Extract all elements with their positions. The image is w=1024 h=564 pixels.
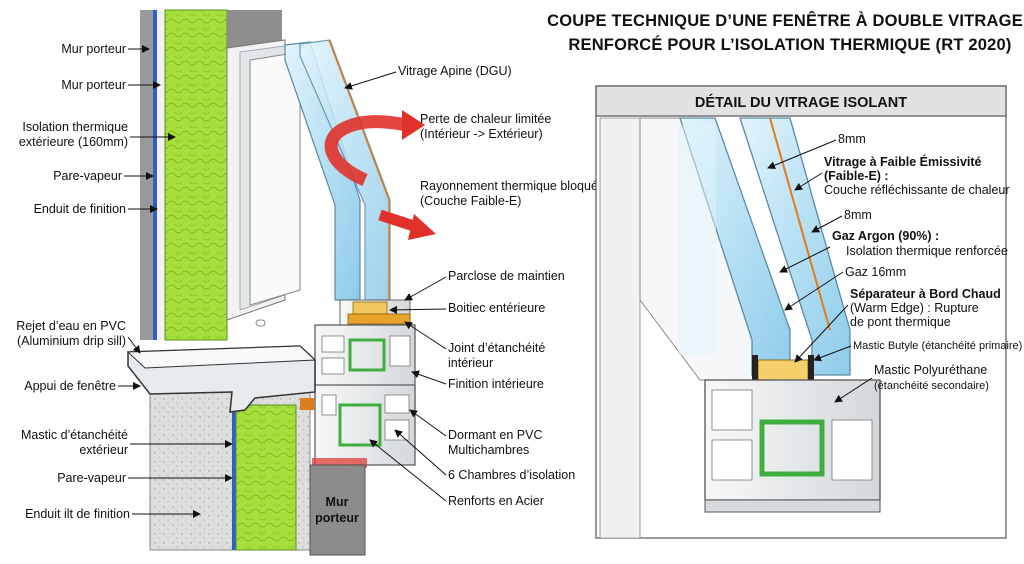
label-vitrage: Vitrage Apine (DGU)	[398, 64, 512, 78]
detail-lowe-1: Vitrage à Faible Émissivité	[824, 154, 982, 169]
label-mur-porteur-1: Mur porteur	[61, 42, 126, 56]
label-chambres: 6 Chambres d’isolation	[448, 468, 575, 482]
label-rejet-eau-2: (Aluminium drip sill)	[17, 334, 126, 348]
detail-lowe-2: (Faible-E) :	[824, 169, 889, 183]
label-mastic-1: Mastic d’étanchéité	[21, 428, 128, 442]
label-enduit-1: Enduit de finition	[34, 202, 126, 216]
label-dormant-1: Dormant en PVC	[448, 428, 542, 442]
label-enduit-2: Enduit ilt de finition	[25, 507, 130, 521]
label-mur-porteur-2: Mur porteur	[61, 78, 126, 92]
label-renforts: Renforts en Acier	[448, 494, 544, 508]
detail-inner-pane	[739, 117, 851, 376]
detail-argon-2: Isolation thermique renforcée	[846, 244, 1008, 258]
detail-steel	[759, 419, 825, 477]
detail-warm-1: Séparateur à Bord Chaud	[850, 287, 1001, 301]
center-labels: Vitrage Apine (DGU) Perte de chaleur lim…	[315, 64, 598, 525]
vapor-barrier	[153, 10, 157, 340]
title-line-2: RENFORCÉ POUR L’ISOLATION THERMIQUE (RT …	[568, 35, 1011, 54]
detail-argon-1: Gaz Argon (90%) :	[832, 229, 939, 243]
label-parclose: Parclose de maintien	[448, 269, 565, 283]
label-wall-2: porteur	[315, 511, 359, 525]
detail-gaz: Gaz 16mm	[845, 265, 906, 279]
label-rayonnement-1: Rayonnement thermique bloqué	[420, 179, 598, 193]
label-mastic-2: extérieur	[79, 443, 128, 457]
steel-reinforcement-frame	[338, 403, 382, 447]
load-bearing-wall-bottom	[309, 464, 366, 556]
detail-header: DÉTAIL DU VITRAGE ISOLANT	[695, 94, 907, 111]
label-isolation-1: Isolation thermique	[22, 120, 128, 134]
label-perte-2: (Intérieur -> Extérieur)	[420, 127, 543, 141]
sill-assembly	[126, 345, 366, 556]
spacer	[352, 301, 388, 315]
left-labels: Mur porteur Mur porteur Isolation thermi…	[16, 42, 233, 521]
label-isolation-2: extérieure (160mm)	[19, 135, 128, 149]
label-pare-vapeur-1: Pare-vapeur	[53, 169, 122, 183]
label-appui: Appui de fenêtre	[24, 379, 116, 393]
label-pare-vapeur-2: Pare-vapeur	[57, 471, 126, 485]
detail-lowe-3: Couche réfléchissante de chaleur	[824, 183, 1010, 197]
heat-arrows	[324, 110, 436, 240]
label-perte-1: Perte de chaleur limitée	[420, 112, 551, 126]
detail-8mm-2: 8mm	[844, 208, 872, 222]
pvc-frame	[312, 299, 416, 468]
gasket	[347, 313, 411, 325]
label-rayonnement-2: (Couche Faible-E)	[420, 194, 521, 208]
label-wall-1: Mur	[326, 495, 349, 509]
detail-pu-1: Mastic Polyuréthane	[874, 363, 987, 377]
finish-coat	[157, 10, 165, 340]
detail-header-bar	[595, 85, 1007, 117]
detail-warm-3: de pont thermique	[850, 315, 951, 329]
title-line-1: COUPE TECHNIQUE D’UNE FENÊTRE À DOUBLE V…	[547, 11, 1023, 30]
lower-insulation	[235, 404, 297, 551]
outer-render	[140, 10, 153, 340]
detail-pu-2: (étanchéité secondaire)	[874, 380, 989, 392]
wall-section	[140, 9, 301, 341]
detail-panel: DÉTAIL DU VITRAGE ISOLANT 8mm Vitrage à …	[595, 85, 1022, 539]
detail-8mm-1: 8mm	[838, 132, 866, 146]
label-finition: Finition intérieure	[448, 377, 544, 391]
heat-loss-arrow	[324, 115, 410, 186]
label-boitier: Boitiec entérieure	[448, 301, 545, 315]
thermal-insulation	[164, 9, 228, 341]
label-joint-2: intérieur	[448, 356, 493, 370]
detail-butyle: Mastic Butyle (étanchéité primaire)	[853, 340, 1022, 352]
label-dormant-2: Multichambres	[448, 443, 529, 457]
label-rejet-eau-1: Rejet d’eau en PVC	[16, 319, 126, 333]
steel-reinforcement-sash	[348, 338, 386, 372]
label-joint-1: Joint d’étanchéité	[448, 341, 545, 355]
detail-warm-2: (Warm Edge) : Rupture	[850, 301, 979, 315]
